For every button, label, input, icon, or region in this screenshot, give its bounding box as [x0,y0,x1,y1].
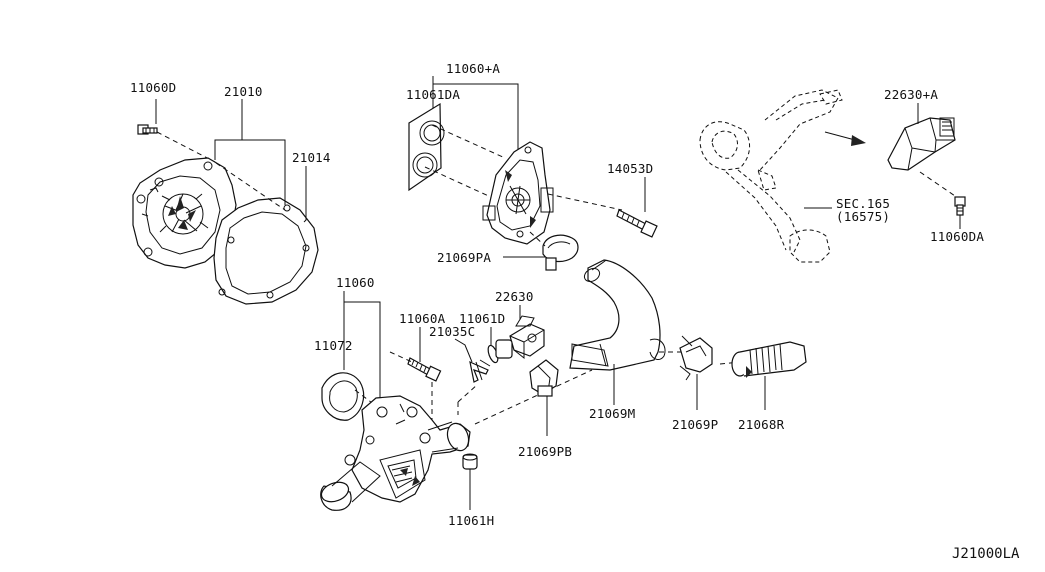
clamp-21069PA [542,234,579,271]
gasket-11072 [321,372,365,421]
label-11061D: 11061D [459,311,505,326]
hose-21068R [731,341,807,378]
gasket-box-11061DA [408,102,445,192]
water-pump-21010 [132,157,237,269]
clamp-21069P [679,335,713,381]
clip-21035C [469,359,491,383]
label-21069PB: 21069PB [518,444,572,459]
label-21069M: 21069M [589,406,635,421]
sec165-intake-dashed [699,89,843,263]
label-sec165: SEC.165 [836,196,890,211]
thermostat-housing-11060A-plus [482,141,554,245]
label-11060D: 11060D [130,80,176,95]
label-21069P: 21069P [672,417,718,432]
sensor-22630 [495,315,545,360]
label-11061DA: 11061DA [406,87,460,102]
thermostat-housing-11060 [320,395,471,511]
label-21010: 21010 [224,84,263,99]
label-21035C: 21035C [429,324,475,339]
bolt-11060A [407,357,442,382]
bolt-11060DA [954,196,966,216]
label-22630: 22630 [495,289,534,304]
label-11061H: 11061H [448,513,494,528]
label-sec165-sub: (16575) [836,209,890,224]
label-11060A-plus: 11060+A [446,61,500,76]
bolt-14053D [616,209,658,238]
label-11072: 11072 [314,338,353,353]
label-11060: 11060 [336,275,375,290]
label-11060A: 11060A [399,311,446,326]
label-11060DA: 11060DA [930,229,984,244]
label-21068R: 21068R [738,417,785,432]
sensor-22630A-plus [887,117,956,171]
bolt-11060D [137,124,158,135]
gasket-21014 [213,197,319,305]
label-21069PA: 21069PA [437,250,491,265]
label-22630A-plus: 22630+A [884,87,938,102]
clamp-21069PB [529,359,559,397]
label-21014: 21014 [292,150,331,165]
arrow-icon [824,131,866,146]
label-14053D: 14053D [607,161,653,176]
plug-11061H [462,453,478,470]
reference-code: J21000LA [952,546,1020,562]
hose-21069M [569,259,666,371]
